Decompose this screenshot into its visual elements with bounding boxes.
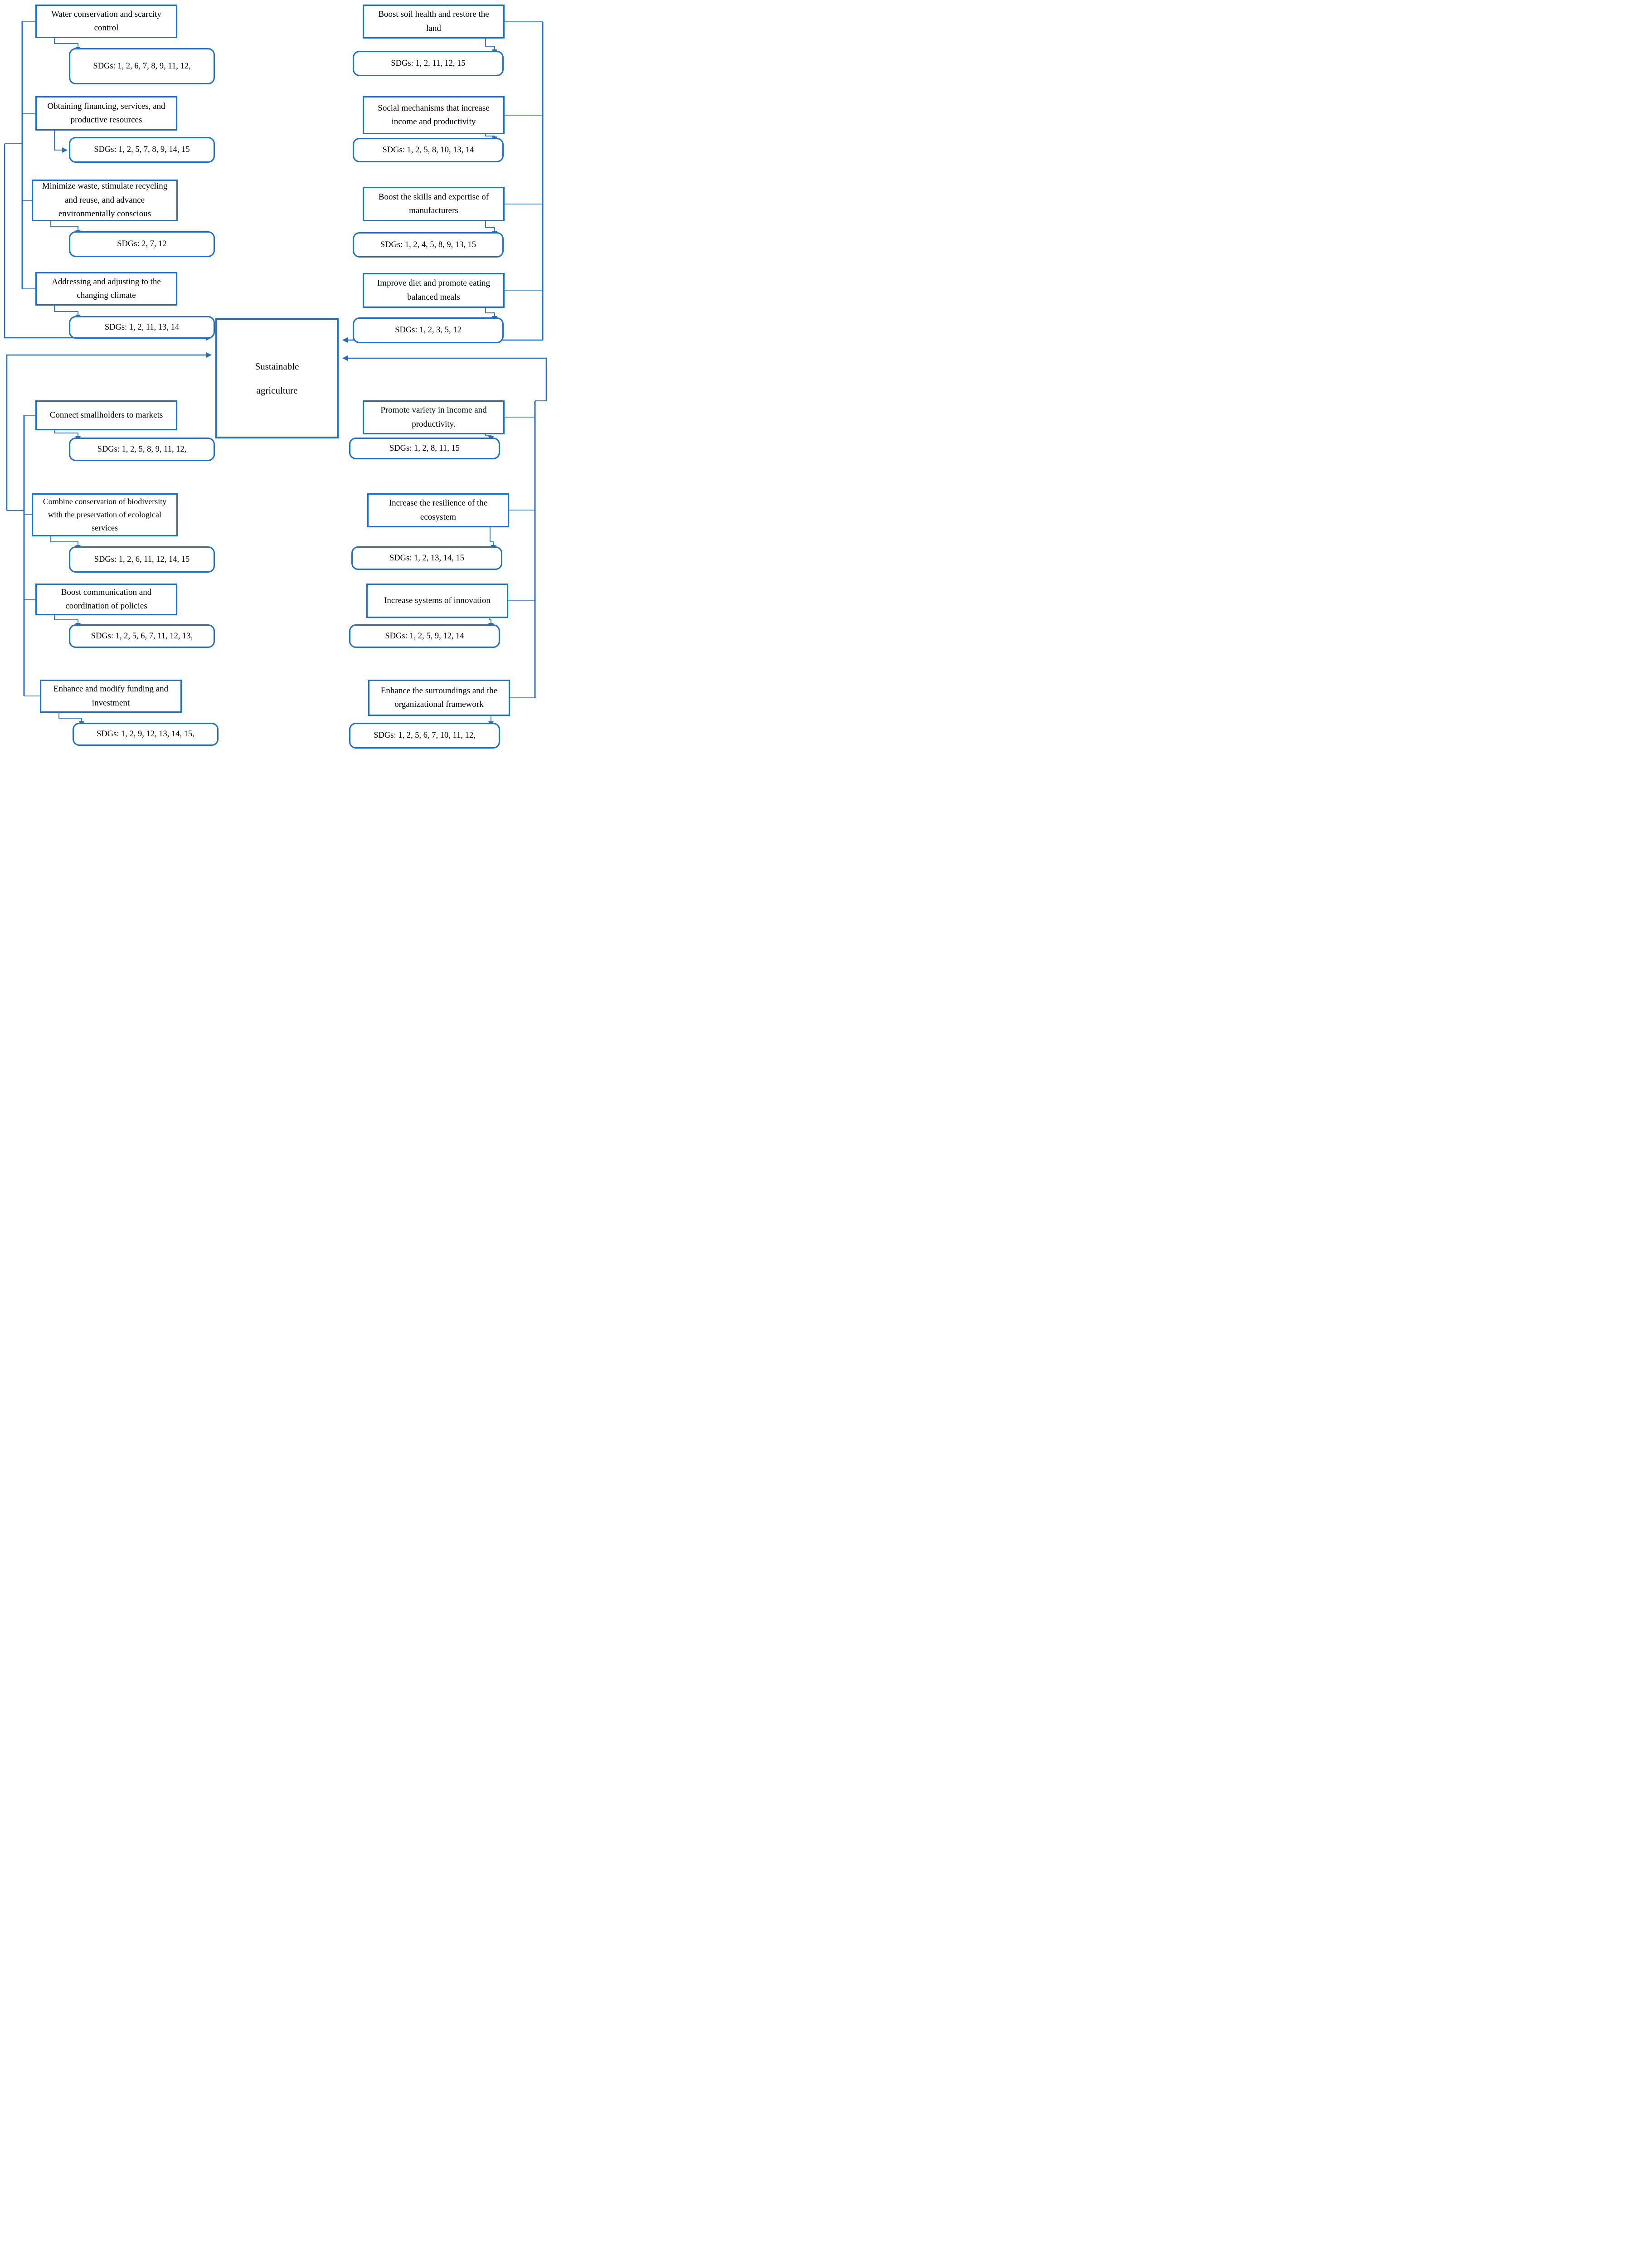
sdg-box-increase-innovation: SDGs: 1, 2, 5, 9, 12, 14	[349, 624, 500, 648]
main-box-connect-smallholders: Connect smallholders to markets	[35, 400, 177, 430]
sdg-box-obtaining-financing: SDGs: 1, 2, 5, 7, 8, 9, 14, 15	[69, 137, 215, 163]
diagram-canvas: Sustainable agriculture Water conservati…	[0, 0, 551, 766]
feed-bottom-right-center	[342, 355, 547, 401]
main-box-increase-innovation: Increase systems of innovation	[366, 584, 508, 618]
center-line2: agriculture	[256, 384, 298, 396]
sdg-box-increase-resilience: SDGs: 1, 2, 13, 14, 15	[351, 546, 502, 570]
sdg-box-water-conservation: SDGs: 1, 2, 6, 7, 8, 9, 11, 12,	[69, 48, 215, 84]
main-box-promote-variety: Promote variety in income and productivi…	[363, 400, 505, 434]
arrow-tl2-sdg	[54, 131, 68, 153]
main-box-obtaining-financing: Obtaining financing, services, and produ…	[35, 96, 177, 131]
sdg-box-social-mechanisms: SDGs: 1, 2, 5, 8, 10, 13, 14	[353, 138, 504, 162]
main-box-increase-resilience: Increase the resilience of the ecosystem	[367, 493, 509, 527]
sdg-box-boost-skills: SDGs: 1, 2, 4, 5, 8, 9, 13, 15	[353, 232, 504, 258]
sdg-box-connect-smallholders: SDGs: 1, 2, 5, 8, 9, 11, 12,	[69, 438, 215, 461]
sdg-box-promote-variety: SDGs: 1, 2, 8, 11, 15	[349, 438, 500, 459]
main-box-water-conservation: Water conservation and scarcity control	[35, 5, 177, 38]
sdg-box-combine-conservation: SDGs: 1, 2, 6, 11, 12, 14, 15	[69, 546, 215, 573]
main-box-boost-skills: Boost the skills and expertise of manufa…	[363, 187, 505, 221]
main-box-improve-diet: Improve diet and promote eating balanced…	[363, 273, 505, 308]
sdg-box-enhance-surroundings: SDGs: 1, 2, 5, 6, 7, 10, 11, 12,	[349, 723, 500, 749]
sdg-box-addressing-climate: SDGs: 1, 2, 11, 13, 14	[69, 316, 215, 339]
main-box-enhance-surroundings: Enhance the surroundings and the organiz…	[368, 680, 510, 716]
sdg-box-improve-diet: SDGs: 1, 2, 3, 5, 12	[353, 317, 504, 343]
main-box-enhance-funding: Enhance and modify funding and investmen…	[40, 680, 182, 713]
main-box-addressing-climate: Addressing and adjusting to the changing…	[35, 272, 177, 306]
main-box-combine-conservation: Combine conservation of biodiversity wit…	[32, 493, 178, 536]
sdg-box-boost-soil-health: SDGs: 1, 2, 11, 12, 15	[353, 51, 504, 76]
sdg-box-enhance-funding: SDGs: 1, 2, 9, 12, 13, 14, 15,	[73, 723, 219, 746]
center-box-sustainable-agriculture: Sustainable agriculture	[215, 318, 339, 438]
main-box-boost-soil-health: Boost soil health and restore the land	[363, 5, 505, 39]
feed-bottom-left-center	[6, 352, 212, 511]
main-box-minimize-waste: Minimize waste, stimulate recycling and …	[32, 180, 178, 221]
center-line1: Sustainable	[255, 361, 299, 372]
sdg-box-minimize-waste: SDGs: 2, 7, 12	[69, 231, 215, 257]
sdg-box-boost-communication: SDGs: 1, 2, 5, 6, 7, 11, 12, 13,	[69, 624, 215, 648]
main-box-social-mechanisms: Social mechanisms that increase income a…	[363, 96, 505, 134]
main-box-boost-communication: Boost communication and coordination of …	[35, 584, 177, 615]
